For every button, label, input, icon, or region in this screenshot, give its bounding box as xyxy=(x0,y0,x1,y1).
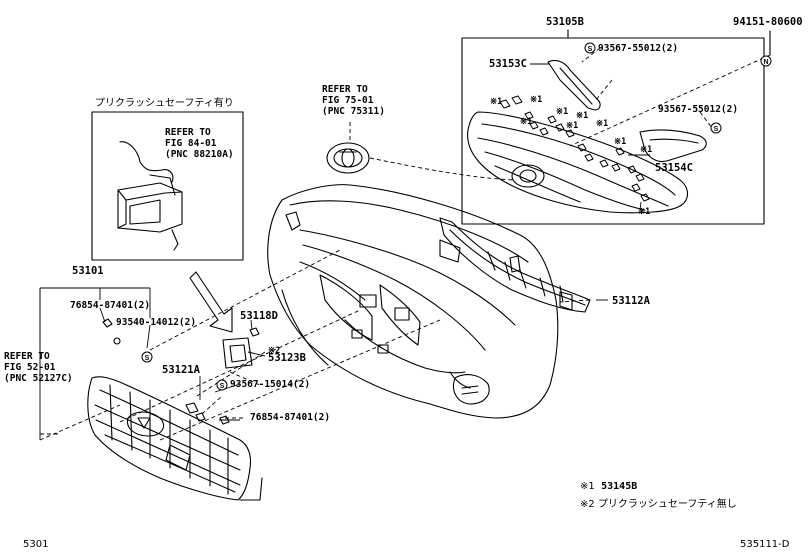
bracket-53123B xyxy=(222,337,253,369)
precrash-bracket xyxy=(117,141,183,251)
molding-53153C xyxy=(547,59,601,111)
legend-mark1: ※1 53145B xyxy=(580,481,638,492)
legend-mark2: ※2 プリクラッシュセーフティ無し xyxy=(580,499,737,510)
mark1-g: ※1 xyxy=(596,119,609,129)
precrash-with-label: プリクラッシュセーフティ有り xyxy=(95,98,234,109)
label-53154C: 53154C xyxy=(655,162,693,174)
label-53105B: 53105B xyxy=(546,16,584,28)
mark1-b: ※1 xyxy=(530,95,543,105)
molding-53154C xyxy=(639,129,707,163)
mark1-h: ※1 xyxy=(614,137,627,147)
label-76854-87401-a: 76854-87401(2) xyxy=(70,300,151,311)
circle-s-3: S xyxy=(145,355,150,362)
label-53123B: 53123B xyxy=(268,352,306,364)
label-93540-14012: 93540-14012(2) xyxy=(116,317,197,328)
grille-assembly-box xyxy=(461,37,765,225)
label-93567-15014: 93567-15014(2) xyxy=(230,379,311,390)
label-94151-80600: 94151-80600 xyxy=(733,16,803,28)
mark1-c: ※1 xyxy=(556,107,569,117)
grille-53105B xyxy=(467,111,689,214)
circle-s-4: S xyxy=(220,383,225,390)
mark2-callout: ※2 xyxy=(268,346,281,356)
leader-lines xyxy=(39,47,771,441)
grille-53101 xyxy=(87,376,263,501)
mark1-j: ※1 xyxy=(638,207,651,217)
label-53121A: 53121A xyxy=(162,364,200,376)
label-93567-55012-right: 93567-55012(2) xyxy=(658,104,739,115)
hollow-arrow xyxy=(189,271,233,333)
label-53153C: 53153C xyxy=(489,58,527,70)
refer-fig75: REFER TO FIG 75-01 (PNC 75311) xyxy=(322,84,385,117)
refer-fig84: REFER TO FIG 84-01 (PNC 88210A) xyxy=(165,127,234,160)
mark1-f: ※1 xyxy=(576,111,589,121)
lower-grille-53112A xyxy=(439,217,591,313)
mark1-i: ※1 xyxy=(640,145,653,155)
mark1-d: ※1 xyxy=(520,117,533,127)
footer-left-code: 5301 xyxy=(23,539,49,550)
mark1-e: ※1 xyxy=(566,121,579,131)
footer-right-code: 535111-D xyxy=(740,539,790,550)
label-53118D: 53118D xyxy=(240,310,278,322)
label-76854-87401-b: 76854-87401(2) xyxy=(250,412,331,423)
precrash-box xyxy=(91,111,244,261)
circle-n: N xyxy=(763,59,768,66)
clips xyxy=(499,95,650,202)
label-53112A: 53112A xyxy=(612,295,650,307)
bumper-cover xyxy=(267,184,559,419)
label-53101: 53101 xyxy=(72,265,104,277)
circle-s-1: S xyxy=(588,46,593,53)
solid-leaders xyxy=(39,63,650,440)
refer-fig52: REFER TO FIG 52-01 (PNC 52127C) xyxy=(4,351,73,384)
mark1-a: ※1 xyxy=(490,97,503,107)
circle-s-2: S xyxy=(714,126,719,133)
emblem xyxy=(326,142,370,174)
label-93567-55012-top: 93567-55012(2) xyxy=(598,43,679,54)
circle-symbols xyxy=(141,42,772,391)
